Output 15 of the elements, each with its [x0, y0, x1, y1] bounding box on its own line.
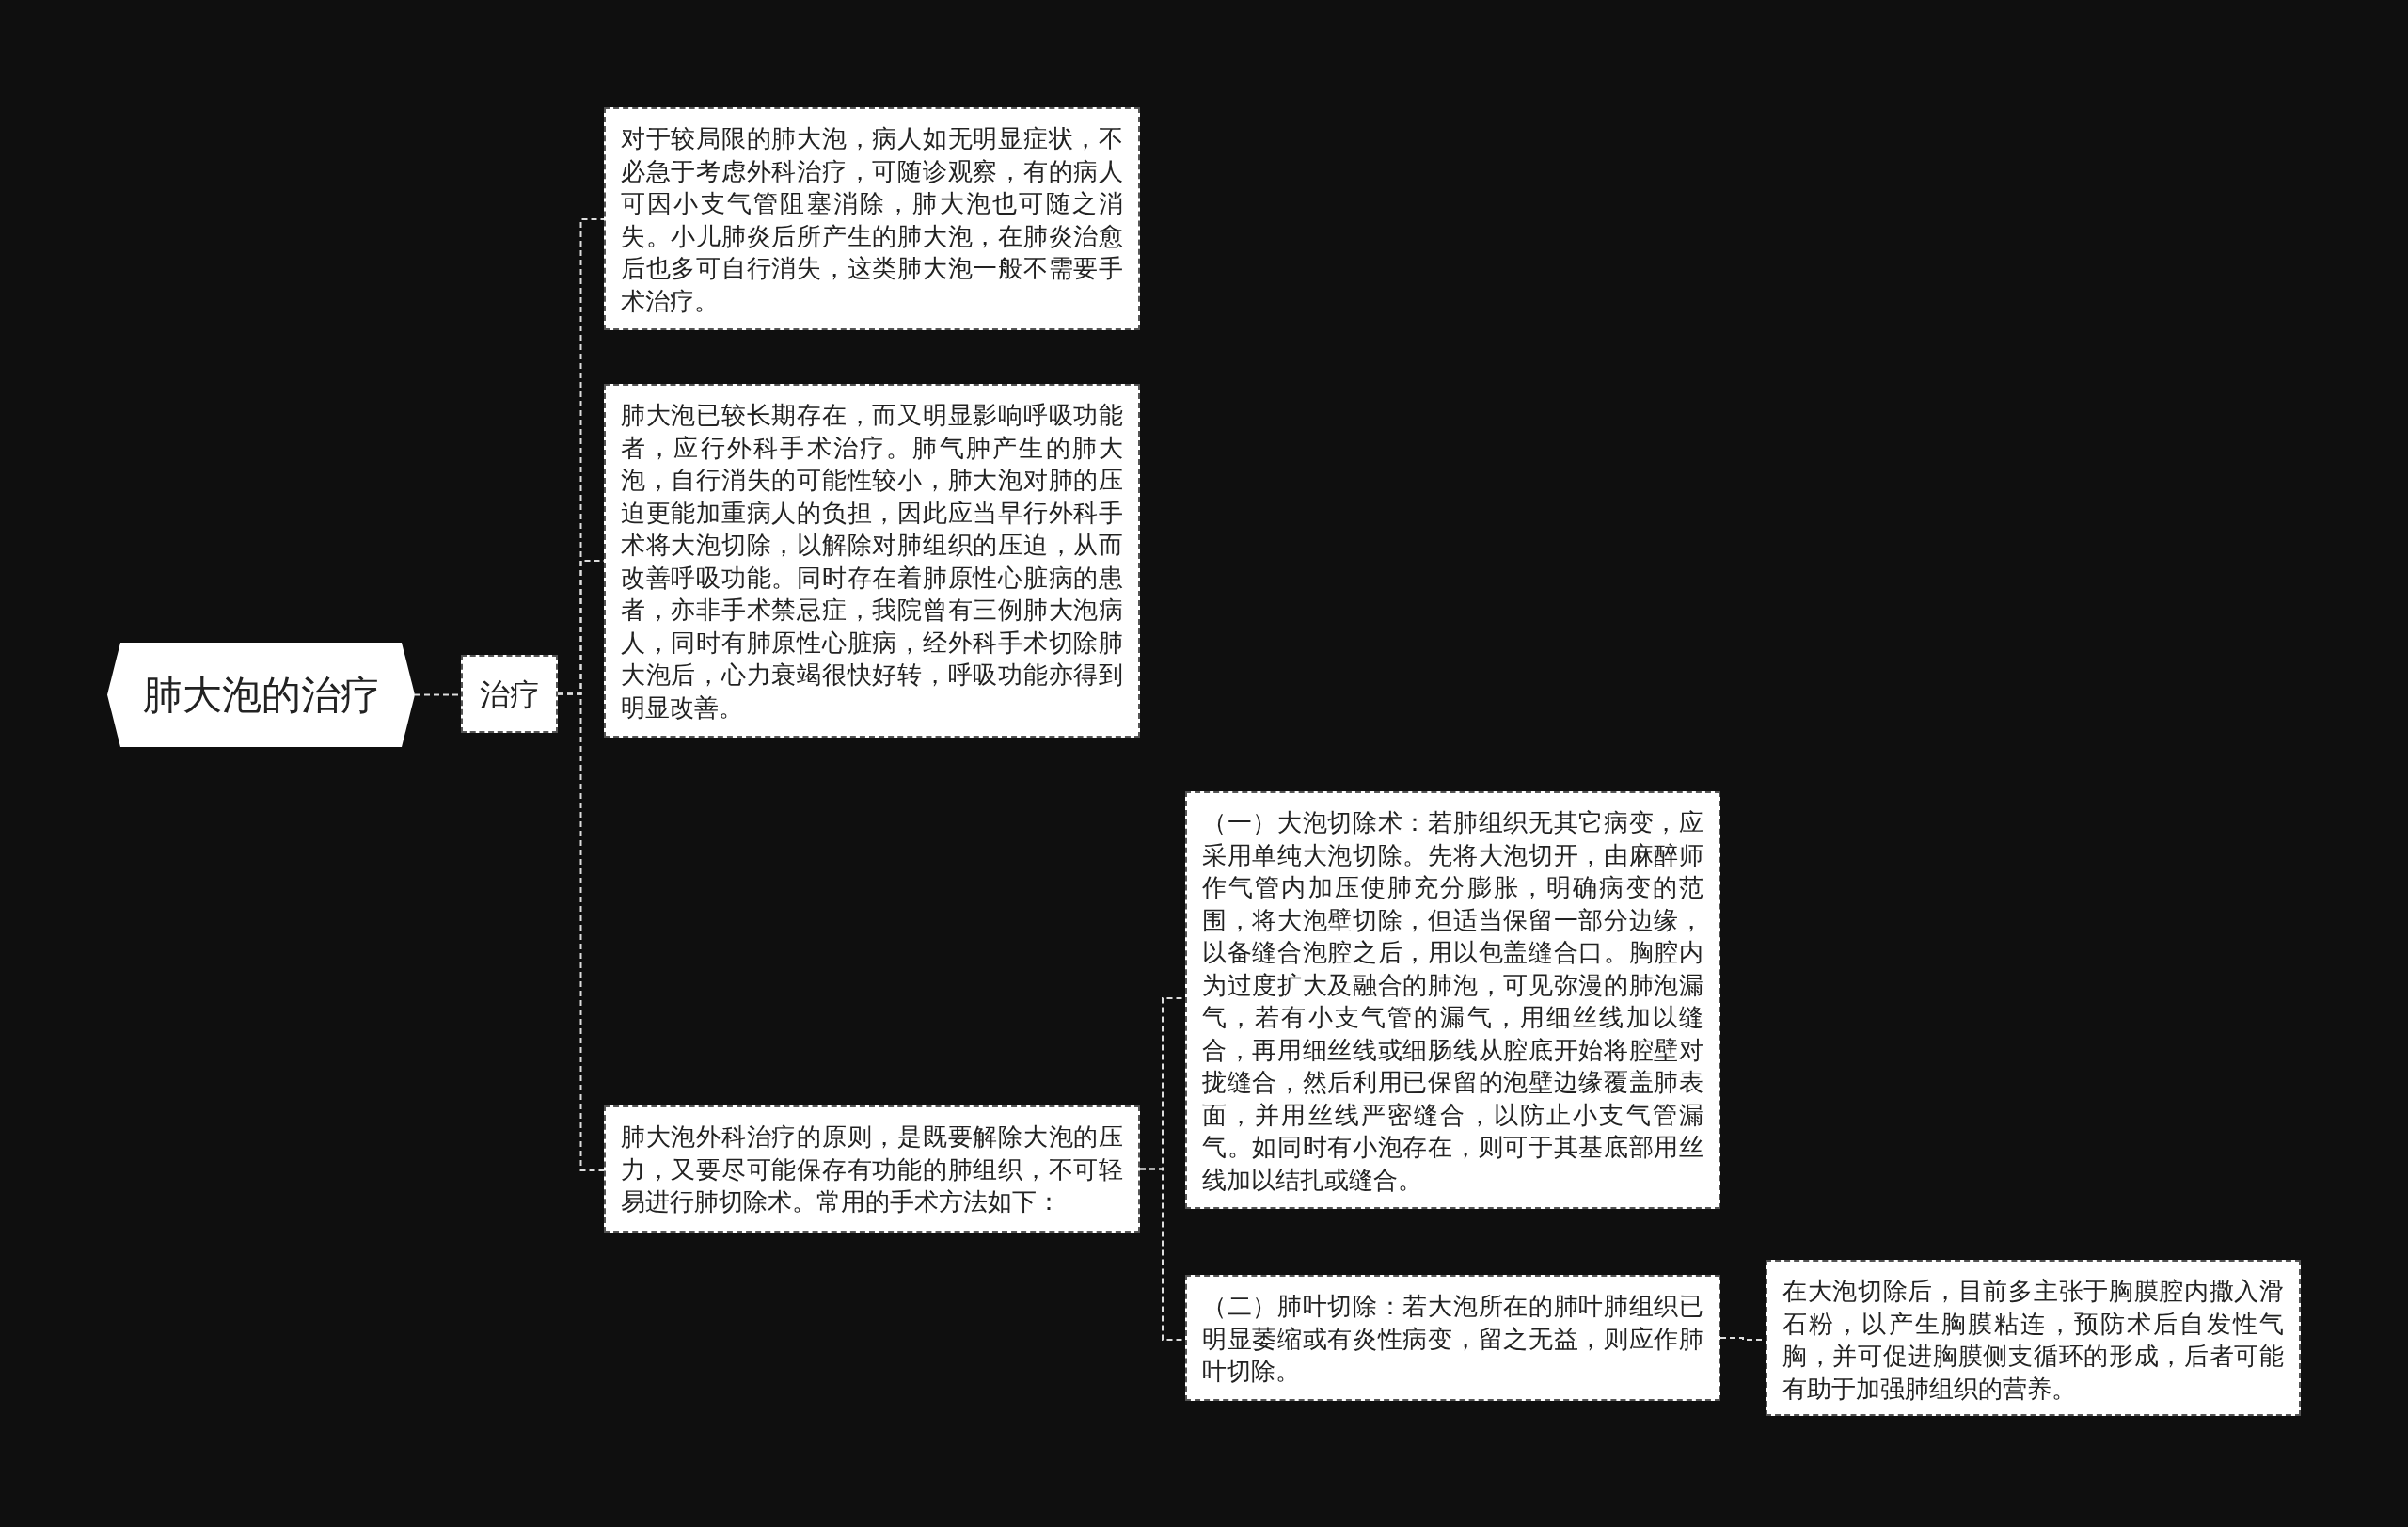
note-text: （一）大泡切除术：若肺组织无其它病变，应采用单纯大泡切除。先将大泡切开，由麻醉师作气管内加压使肺充分膨胀，明确病变的范围，将大泡壁切除，但适当保留一部分边缘，以备缝合泡腔之后，用以包盖缝合口。胸腔内为过度扩大及融合的肺泡，可见弥漫的肺泡漏气，若有小支气管的漏气，用细丝线加以缝合，再用细丝线或细肠线从腔底开始将腔壁对拢缝合，然后利用已保留的泡壁边缘覆盖肺表面，并用丝线严密缝合，以防止小支气管漏气。如同时有小泡存在，则可于其基底部用丝线加以结扎或缝合。 [1202, 807, 1703, 1196]
topic-hexagon [107, 643, 415, 747]
note-text: 肺大泡外科治疗的原则，是既要解除大泡的压力，又要尽可能保存有功能的肺组织，不可轻易进行肺切除术。常用的手术方法如下： [621, 1121, 1123, 1217]
note-box [1185, 1275, 1720, 1401]
note-box [604, 107, 1140, 330]
note-box [604, 1105, 1140, 1233]
note-text: 在大泡切除后，目前多主张于胸膜腔内撒入滑石粉，以产生胸膜粘连，预防术后自发性气胸，并可促进胸膜侧支循环的形成，后者可能有助于加强肺组织的营养。 [1782, 1276, 2284, 1405]
connector-line [557, 692, 605, 1171]
topic-title: 肺大泡的治疗 [142, 670, 380, 720]
branch-box [461, 655, 558, 733]
note-text: 对于较局限的肺大泡，病人如无明显症状，不必急于考虑外科治疗，可随诊观察，有的病人可因小支气管阻塞消除，肺大泡也可随之消失。小儿肺炎后所产生的肺大泡，在肺炎治愈后也多可自行消失，这类肺大泡一般不需要手术治疗。 [621, 123, 1123, 317]
note-box [1766, 1260, 2301, 1416]
note-text: 肺大泡已较长期存在，而又明显影响呼吸功能者，应行外科手术治疗。肺气肿产生的肺大泡，自行消失的可能性较小，肺大泡对肺的压迫更能加重病人的负担，因此应当早行外科手术将大泡切除，以解除对肺组织的压迫，从而改善呼吸功能。同时存在着肺原性心脏病的患者，亦非手术禁忌症，我院曾有三例肺大泡病人，同时有肺原性心脏病，经外科手术切除肺大泡后，心力衰竭很快好转，呼吸功能亦得到明显改善。 [621, 400, 1123, 724]
note-text: （二）肺叶切除：若大泡所在的肺叶肺组织已明显萎缩或有炎性病变，留之无益，则应作肺叶切除。 [1202, 1291, 1703, 1387]
branch-label: 治疗 [479, 675, 540, 713]
